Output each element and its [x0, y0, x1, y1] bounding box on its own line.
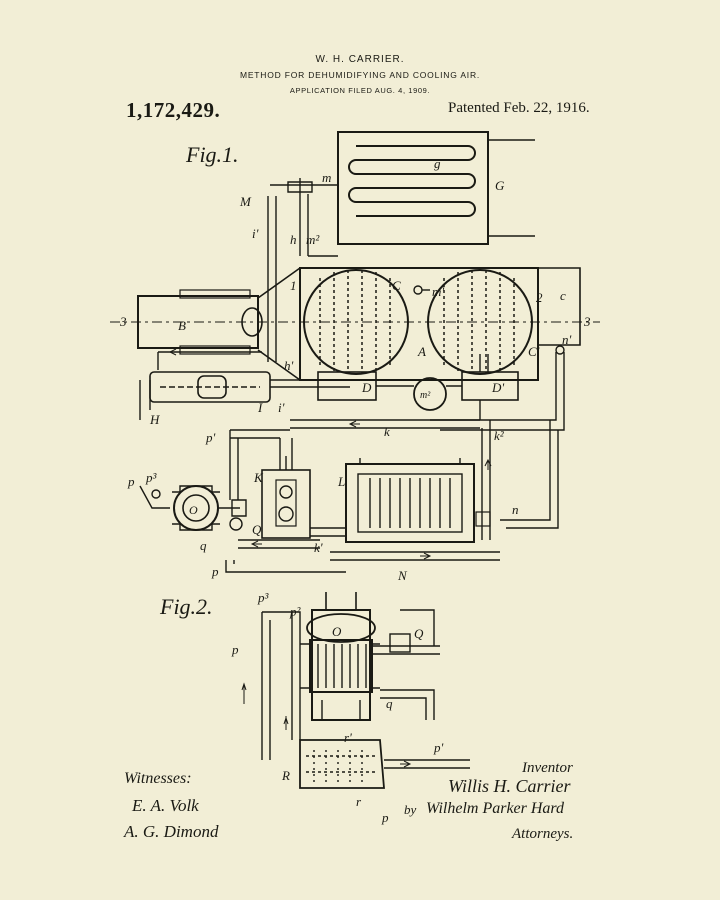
- by-label: by: [404, 802, 417, 817]
- inventor-heading: W. H. CARRIER.: [315, 54, 405, 65]
- label-h: h: [290, 232, 297, 247]
- fig2-label-r: r: [356, 794, 362, 809]
- label-c: c: [560, 288, 566, 303]
- label-k: k: [384, 424, 390, 439]
- label-p-lower: p: [211, 564, 219, 579]
- label-m2-tank: m²: [420, 390, 431, 401]
- label-B: B: [178, 318, 186, 333]
- label-g: g: [434, 156, 441, 171]
- label-A: A: [417, 344, 426, 359]
- patent-date: Patented Feb. 22, 1916.: [448, 100, 590, 116]
- witness-1-signature: E. A. Volk: [132, 796, 199, 815]
- fig2-label-r1: r': [344, 730, 352, 745]
- label-q: q: [200, 538, 207, 553]
- inventor-label: Inventor: [522, 760, 573, 776]
- label-N: N: [397, 568, 408, 583]
- label-D1: D': [491, 380, 504, 395]
- label-K: K: [253, 470, 264, 485]
- fig2-label-p-lower: p: [381, 810, 389, 825]
- attorneys-label: Attorneys.: [512, 826, 574, 842]
- label-M: M: [239, 194, 252, 209]
- label-p3: p³: [145, 470, 158, 485]
- label-n1: n': [562, 332, 572, 347]
- line-k: [290, 400, 492, 540]
- fig2-label-R: R: [281, 768, 290, 783]
- label-i1-lower: i': [278, 400, 285, 415]
- witnesses-label: Witnesses:: [124, 770, 192, 787]
- fig2-label-O: O: [332, 624, 342, 639]
- label-m: m: [322, 170, 331, 185]
- coil-box-g: [337, 131, 535, 245]
- label-G: G: [495, 178, 505, 193]
- fig2-label-q: q: [386, 696, 393, 711]
- label-1: 1: [290, 278, 297, 293]
- fig2-label-Q: Q: [414, 626, 424, 641]
- fig2-label-p1: p': [433, 740, 444, 755]
- label-k1: k': [314, 540, 323, 555]
- label-3-left: 3: [119, 314, 127, 329]
- cooler-l: [330, 458, 500, 561]
- label-I: I: [257, 400, 263, 415]
- label-L: L: [337, 474, 345, 489]
- patent-number: 1,172,429.: [126, 98, 221, 122]
- pump-o: [139, 485, 247, 531]
- label-p: p: [127, 474, 135, 489]
- label-C1: C': [528, 344, 540, 359]
- label-h1: h': [284, 358, 294, 373]
- label-O: O: [189, 503, 198, 517]
- label-3-right: 3: [583, 314, 591, 329]
- fan-b: [137, 289, 263, 370]
- pipe-m: [267, 178, 338, 362]
- label-H: H: [149, 412, 160, 427]
- fig1-label: Fig.1.: [186, 142, 239, 167]
- attorney-signature: Wilhelm Parker Hard: [426, 800, 565, 817]
- label-2: 2: [536, 290, 543, 305]
- label-Q: Q: [252, 522, 262, 537]
- inventor-signature: Willis H. Carrier: [448, 776, 571, 796]
- fig1-labels: g G M m i' h m² 1 C m' 2 c 3 3 B A C' n'…: [119, 156, 591, 583]
- label-p1: p': [205, 430, 216, 445]
- filter-k: [225, 429, 346, 573]
- fig2-label-p: p: [231, 642, 239, 657]
- witness-2-signature: A. G. Dimond: [124, 822, 219, 841]
- filed-date: APPLICATION FILED AUG. 4, 1909.: [289, 86, 431, 95]
- fig2-apparatus: [241, 592, 470, 789]
- fig2-label-p3: p³: [257, 590, 270, 605]
- fig2-label-p2: p²: [289, 604, 302, 619]
- tanks-d: [317, 354, 519, 411]
- label-D: D: [361, 380, 372, 395]
- label-m1: m': [432, 284, 444, 299]
- label-n: n: [512, 502, 519, 517]
- fig2-labels: p³ p² O Q p q r' p' R r p: [231, 590, 444, 825]
- label-C: C: [392, 278, 401, 293]
- label-i1: i': [252, 226, 259, 241]
- chamber-a: [110, 267, 600, 381]
- label-m2: m²: [306, 232, 320, 247]
- patent-title: METHOD FOR DEHUMIDIFYING AND COOLING AIR…: [239, 70, 481, 80]
- pump-h: [139, 371, 350, 420]
- fig2-label: Fig.2.: [160, 594, 213, 619]
- label-k2: k²: [494, 428, 505, 443]
